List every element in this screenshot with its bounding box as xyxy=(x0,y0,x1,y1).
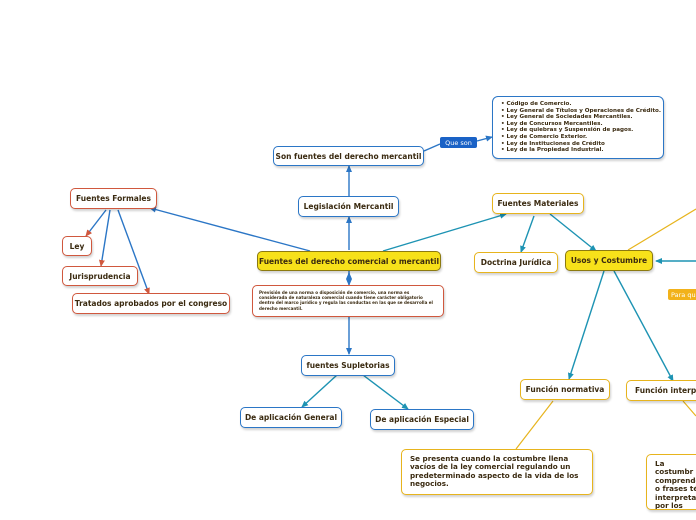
link-materiales-usos xyxy=(549,213,597,252)
aplicacion-general-node[interactable]: De aplicación General xyxy=(240,407,342,428)
doctrina-node[interactable]: Doctrina Jurídica xyxy=(474,252,558,273)
materiales-node[interactable]: Fuentes Materiales xyxy=(492,193,584,214)
ley-item: • Ley de Comercio Exterior. xyxy=(501,133,588,140)
aplicacion-especial-node[interactable]: De aplicación Especial xyxy=(370,409,474,430)
ley-item: • Ley de quiebras y Suspensión de pagos. xyxy=(501,127,634,134)
formales-node[interactable]: Fuentes Formales xyxy=(70,188,157,209)
definicion-note[interactable]: Previsión de una norma o disposición de … xyxy=(252,285,444,317)
jurisprudencia-node[interactable]: Jurisprudencia xyxy=(62,266,138,286)
leyes-list-node[interactable]: • Código de Comercio. • Ley General de T… xyxy=(492,96,664,159)
ley-item: • Ley de Instituciones de Crédito xyxy=(501,140,605,147)
ley-item: • Ley de la Propiedad Industrial. xyxy=(501,147,604,154)
link-son-fuentes-label xyxy=(423,143,441,152)
ley-node[interactable]: Ley xyxy=(62,236,92,256)
para-que-label: Para qu xyxy=(668,289,696,300)
funcion-interpretativa-node[interactable]: Función interpre xyxy=(626,380,696,401)
ley-item: • Ley General de Sociedades Mercantiles. xyxy=(501,114,633,121)
tratados-node[interactable]: Tratados aprobados por el congreso xyxy=(72,293,230,314)
link-center-materiales xyxy=(382,212,507,252)
ley-item: • Ley de Concursos Mercantiles. xyxy=(501,120,603,127)
link-formales-tratados xyxy=(117,209,150,295)
central-topic-node[interactable]: Fuentes del derecho comercial o mercanti… xyxy=(257,251,441,271)
link-formales-ley xyxy=(85,209,107,237)
son-fuentes-node[interactable]: Son fuentes del derecho mercantil xyxy=(273,146,424,166)
link-normativa-texto xyxy=(515,400,554,450)
normativa-texto-node[interactable]: Se presenta cuando la costumbre llena va… xyxy=(401,449,593,495)
funcion-normativa-node[interactable]: Función normativa xyxy=(520,379,610,400)
link-center-formales xyxy=(149,206,311,252)
link-label-leyes xyxy=(476,135,493,142)
ley-item: • Ley General de Títulos y Operaciones d… xyxy=(501,107,661,114)
link-interpretativa-texto xyxy=(682,400,696,417)
link-usos-interpretativa xyxy=(613,270,674,382)
ley-item: • Código de Comercio. xyxy=(501,101,572,107)
que-son-label: Que son xyxy=(440,137,477,148)
interpretativa-texto-node[interactable]: La costumbr comprende o frases té interp… xyxy=(646,454,696,510)
supletorias-node[interactable]: fuentes Supletorias xyxy=(301,355,395,376)
link-formales-jurisprudencia xyxy=(98,209,111,267)
link-supletorias-general xyxy=(301,374,338,408)
link-usos-normativa xyxy=(567,270,605,380)
link-supletorias-especial xyxy=(362,374,409,410)
legislacion-node[interactable]: Legislación Mercantil xyxy=(298,196,399,217)
link-materiales-doctrina xyxy=(520,215,535,253)
usos-costumbre-node[interactable]: Usos y Costumbre xyxy=(565,250,653,271)
link-usos-offscreen xyxy=(627,208,696,251)
